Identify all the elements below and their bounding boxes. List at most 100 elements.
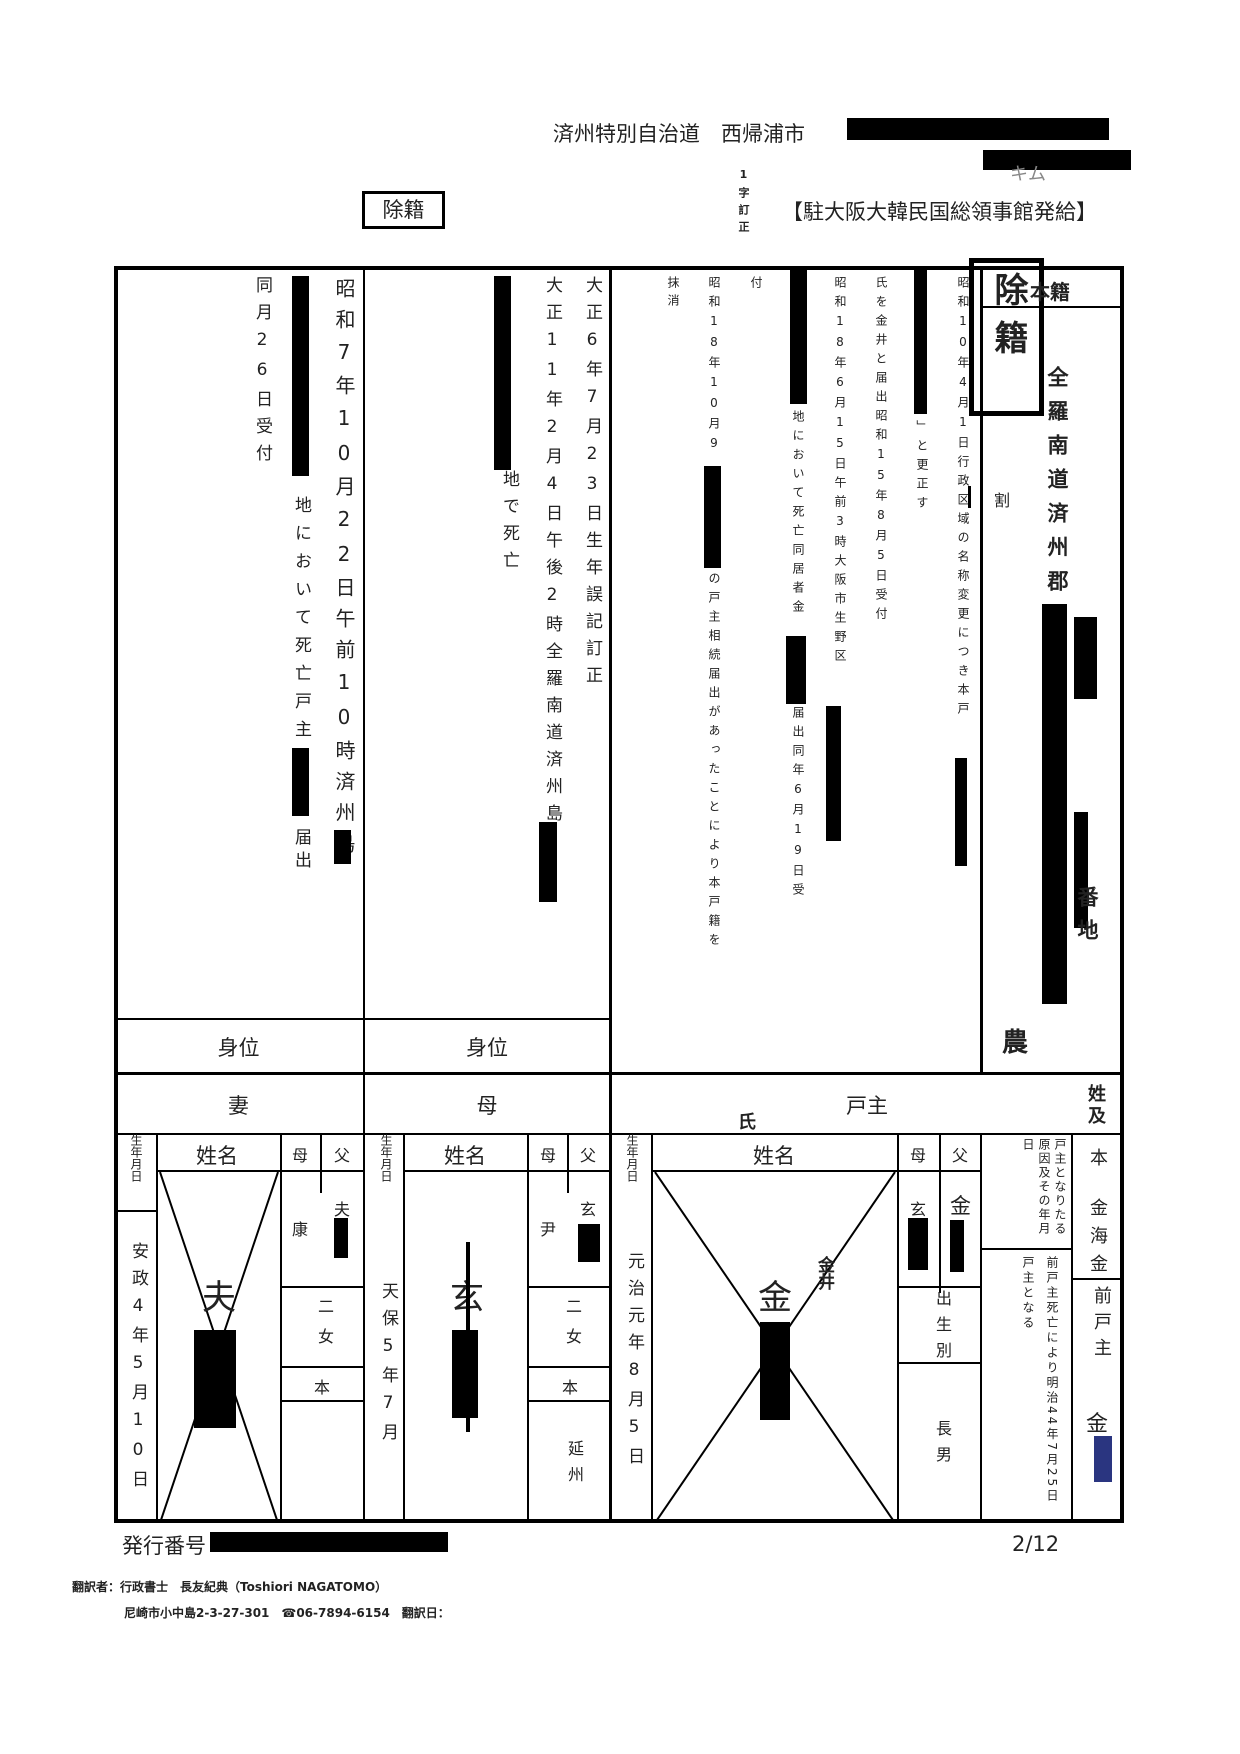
divider bbox=[114, 1210, 156, 1212]
redaction bbox=[292, 276, 309, 476]
removed-stamp-text: 除籍 bbox=[988, 272, 1028, 368]
mother-birth-date: 天保5年7月 bbox=[378, 1282, 398, 1450]
wife-remark-2: 地において死亡戸主 bbox=[291, 496, 311, 748]
reason-label: 戸主となりたる原因及その年月日 bbox=[1021, 1138, 1067, 1236]
head-remark-5: 地において死亡同居者金 bbox=[791, 410, 805, 619]
head-remark-10: 昭和10年4月1日行政区域の名称変更につき本戸 bbox=[956, 276, 970, 721]
divider bbox=[527, 1400, 609, 1402]
wife-remark-1: 同月26日受付 bbox=[252, 276, 272, 471]
head-remark-2: 昭和18年10月9 bbox=[707, 276, 721, 457]
mother-status-label: 身位 bbox=[466, 1036, 508, 1060]
redaction bbox=[334, 1218, 348, 1258]
occupation: 農 bbox=[1002, 1028, 1029, 1058]
register-frame bbox=[114, 266, 1124, 1523]
redaction bbox=[494, 276, 511, 470]
kinkai-1: 金 bbox=[1090, 1198, 1108, 1219]
reason-text: 前戸主死亡により明治44年7月25日戸主となる bbox=[1021, 1256, 1059, 1505]
redaction bbox=[983, 150, 1131, 170]
divider bbox=[609, 266, 612, 1523]
redaction bbox=[452, 1330, 478, 1418]
wife-name-label: 姓名 bbox=[196, 1144, 238, 1168]
divider bbox=[1071, 1278, 1124, 1280]
mother-remark-2: 大正11年2月4日午後2時全羅南道済州島 bbox=[542, 276, 562, 831]
head-given-name: 金 bbox=[758, 1278, 792, 1318]
divider bbox=[980, 1133, 982, 1523]
redaction bbox=[1074, 617, 1097, 699]
redaction bbox=[955, 758, 967, 866]
prev-head-name: 金 bbox=[1086, 1412, 1109, 1437]
issuer: 【駐大阪大韓民国総領事館発給】 bbox=[782, 200, 1097, 224]
wife-father-name: 夫 bbox=[334, 1200, 351, 1219]
page-number: 2/12 bbox=[1012, 1532, 1060, 1556]
divider bbox=[114, 1133, 1124, 1135]
divider bbox=[403, 1170, 609, 1172]
redaction bbox=[210, 1532, 448, 1552]
divider bbox=[280, 1400, 363, 1402]
wife-mother-name: 康 bbox=[292, 1220, 309, 1239]
wife-remark-4: 昭和7年10月22日午前10時済州島 bbox=[332, 278, 356, 864]
mother-relation: 母 bbox=[476, 1094, 498, 1118]
divider bbox=[567, 1133, 569, 1193]
mother-name-label: 姓名 bbox=[444, 1144, 486, 1168]
divider bbox=[527, 1366, 609, 1368]
head-relation: 戸主 bbox=[846, 1094, 888, 1118]
head-remark-3: の戸主相続届出があったことにより本戸籍を bbox=[707, 572, 721, 952]
wife-status-label: 身位 bbox=[217, 1036, 260, 1060]
head-mother-name: 玄 bbox=[910, 1200, 927, 1219]
divider bbox=[363, 266, 365, 1523]
head-remark-8: 氏を金井と届出昭和15年8月5日受付 bbox=[874, 276, 888, 626]
redaction bbox=[1042, 604, 1067, 1004]
mother-birth-label: 生年月日 bbox=[379, 1134, 393, 1182]
divider bbox=[114, 1072, 1124, 1075]
wife-order: 二女 bbox=[315, 1298, 334, 1358]
head-kanai: 金井 bbox=[814, 1256, 834, 1290]
kinkai-3: 金 bbox=[1090, 1254, 1108, 1275]
head-remark-7: 昭和18年6月15日午前3時大阪市生野区 bbox=[833, 276, 847, 668]
correction-mark bbox=[968, 486, 971, 508]
mother-origin: 本 bbox=[562, 1378, 579, 1397]
divider bbox=[651, 1170, 980, 1172]
redaction bbox=[786, 636, 806, 704]
head-remark-4: 付 bbox=[749, 276, 763, 288]
mother-remark-3: 大正6年7月23日生年誤記訂正 bbox=[582, 276, 602, 693]
name-origin-end: 本 bbox=[1090, 1148, 1108, 1169]
head-birth-type-label: 出生別 bbox=[933, 1290, 952, 1368]
issue-label: 発行番号 bbox=[122, 1534, 206, 1558]
divider bbox=[114, 1018, 610, 1020]
head-remark-1: 抹消 bbox=[666, 276, 680, 312]
divider bbox=[651, 1133, 653, 1523]
correction-note: 1字訂正 bbox=[737, 168, 750, 238]
mother-father-name: 玄 bbox=[580, 1200, 597, 1219]
mother-remark-1: 地で死亡 bbox=[499, 470, 519, 578]
divider bbox=[897, 1362, 980, 1364]
head-mother-label: 母 bbox=[910, 1146, 927, 1165]
wife-remark-3: 届出 bbox=[291, 828, 311, 874]
prev-head-label: 前戸主 bbox=[1091, 1286, 1112, 1364]
divider bbox=[897, 1133, 899, 1523]
redaction bbox=[760, 1322, 790, 1420]
name-origin-label: 姓及 bbox=[1085, 1084, 1106, 1128]
header-address-cont: キム bbox=[1010, 164, 1046, 185]
redaction bbox=[578, 1224, 600, 1262]
divider bbox=[320, 1133, 322, 1193]
banchi-text: 番地 bbox=[1075, 886, 1099, 952]
head-birth-label: 生年月日 bbox=[625, 1134, 639, 1182]
translator-line: 翻訳者：行政書士 長友紀典（Toshiori NAGATOMO） bbox=[72, 1580, 388, 1594]
redaction bbox=[847, 118, 1109, 140]
mother-mother-label: 母 bbox=[540, 1146, 557, 1165]
redaction bbox=[908, 1218, 928, 1270]
divider bbox=[897, 1286, 980, 1288]
redaction bbox=[194, 1330, 236, 1428]
wife-father-label: 父 bbox=[334, 1146, 351, 1165]
head-name-label: 姓名 bbox=[753, 1144, 795, 1168]
wari-text: 割 bbox=[991, 492, 1010, 508]
wife-mother-label: 母 bbox=[292, 1146, 309, 1165]
head-shi-label: 氏 bbox=[738, 1112, 756, 1133]
head-father-label: 父 bbox=[952, 1146, 969, 1165]
wife-birth-label: 生年月日 bbox=[129, 1134, 143, 1182]
wife-relation: 妻 bbox=[228, 1094, 249, 1118]
redaction bbox=[914, 266, 927, 414]
removed-box: 除籍 bbox=[362, 191, 445, 229]
divider bbox=[280, 1133, 282, 1523]
divider bbox=[156, 1133, 158, 1523]
